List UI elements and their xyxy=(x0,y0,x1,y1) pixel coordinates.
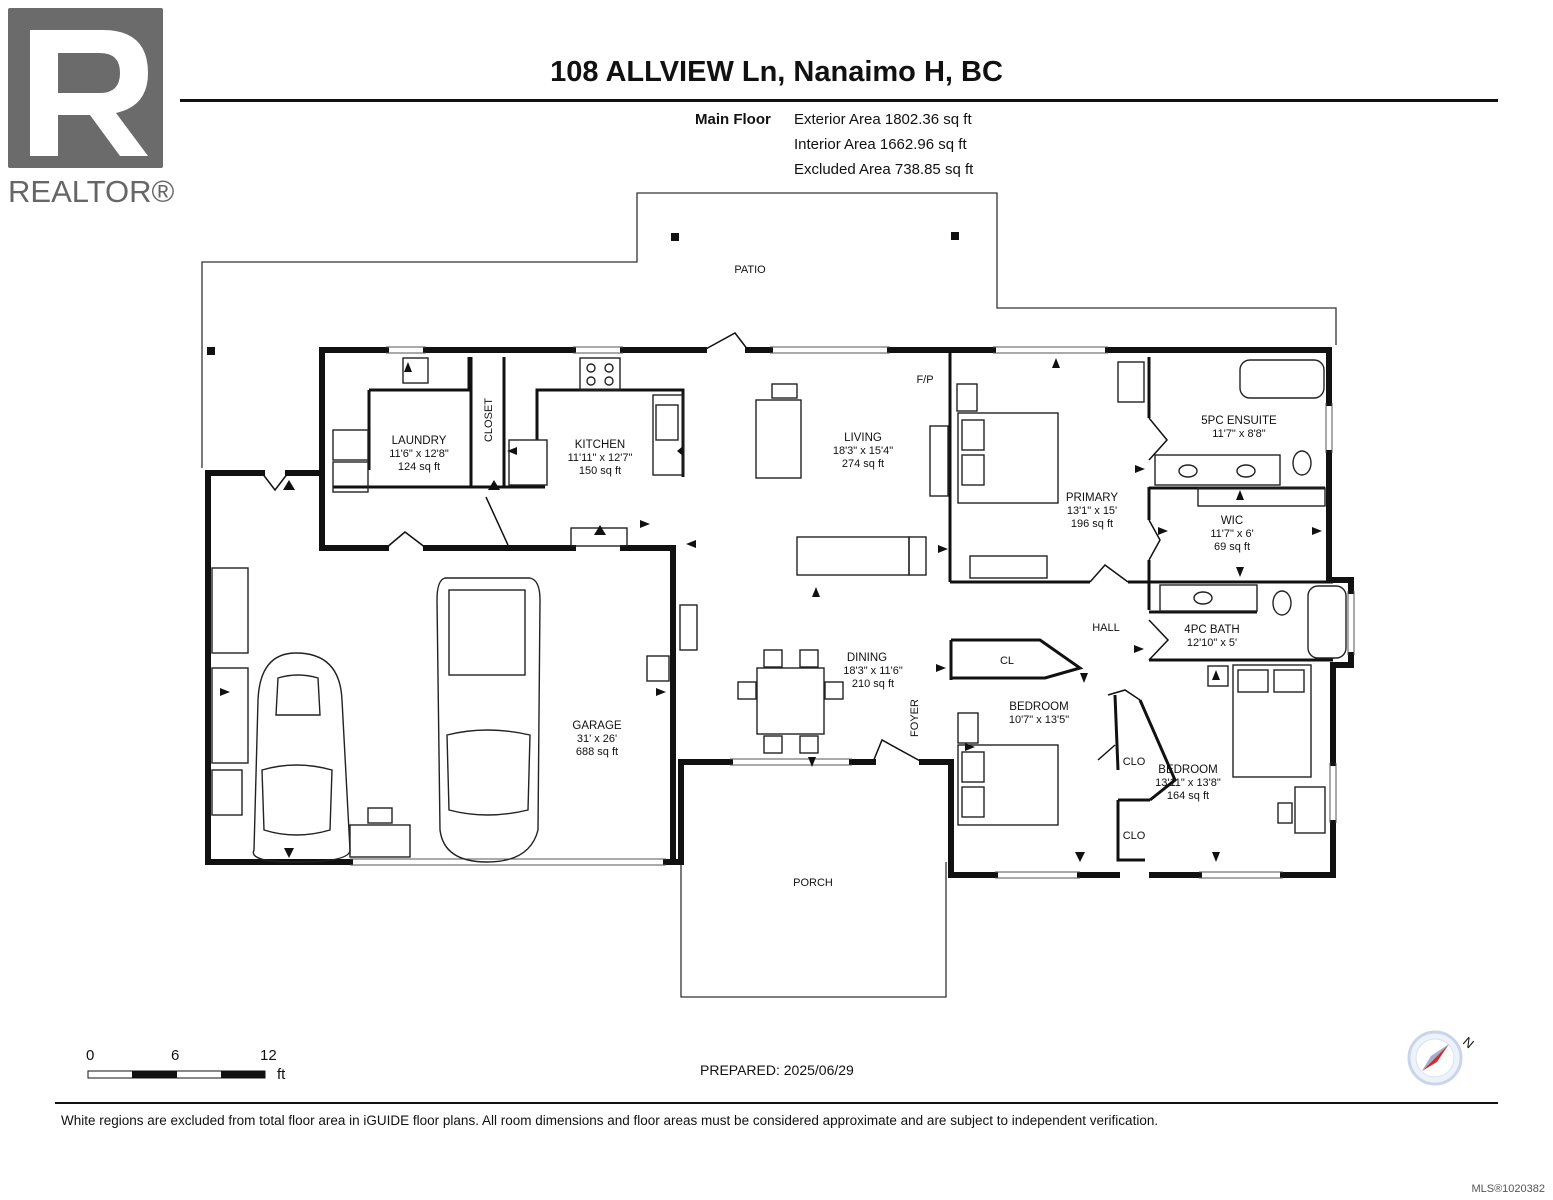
excluded-area: Excluded Area 738.85 sq ft xyxy=(794,161,974,178)
wic-name: WIC xyxy=(1221,515,1243,527)
mls-number: MLS®1020382 xyxy=(1471,1183,1545,1195)
title-divider xyxy=(180,99,1498,102)
dining-dims: 18'3" x 11'6" xyxy=(843,665,903,677)
foyer-label: FOYER xyxy=(909,699,921,737)
scale-tick-12: 12 xyxy=(260,1047,277,1064)
porch-label: PORCH xyxy=(793,877,833,889)
kitchen-name: KITCHEN xyxy=(575,439,625,451)
clo-label-1: CLO xyxy=(1123,756,1146,768)
kitchen-area: 150 sq ft xyxy=(579,465,621,477)
page-title: 108 ALLVIEW Ln, Nanaimo H, BC xyxy=(550,56,1003,88)
fixtures xyxy=(211,357,1347,863)
wic-dims: 11'7" x 6' xyxy=(1210,528,1253,540)
bedroom2-area: 164 sq ft xyxy=(1167,790,1209,802)
kitchen-dims: 11'11" x 12'7" xyxy=(568,452,633,464)
interior-area: Interior Area 1662.96 sq ft xyxy=(794,136,967,153)
compass-icon xyxy=(1407,1030,1463,1086)
laundry-dims: 11'6" x 12'8" xyxy=(389,448,449,460)
garage-name: GARAGE xyxy=(572,720,622,732)
realtor-logo-text: REALTOR® xyxy=(8,174,175,209)
primary-dims: 13'1" x 15' xyxy=(1067,505,1117,517)
footer-divider xyxy=(55,1102,1498,1104)
cl-label: CL xyxy=(1000,655,1014,667)
exterior-area: Exterior Area 1802.36 sq ft xyxy=(794,111,972,128)
living-dims: 18'3" x 15'4" xyxy=(833,445,893,457)
garage-area: 688 sq ft xyxy=(576,746,618,758)
view-arrows xyxy=(220,358,1322,862)
ensuite-name: 5PC ENSUITE xyxy=(1201,415,1277,427)
prepared-date: PREPARED: 2025/06/29 xyxy=(700,1062,854,1078)
realtor-logo-mark xyxy=(8,8,163,168)
ensuite-dims: 11'7" x 8'8" xyxy=(1212,428,1265,440)
bath4-dims: 12'10" x 5' xyxy=(1187,637,1237,649)
wic-area: 69 sq ft xyxy=(1214,541,1250,553)
patio-label: PATIO xyxy=(734,264,766,276)
scale-bar xyxy=(87,1070,266,1079)
garage-dims: 31' x 26' xyxy=(577,733,617,745)
compass-north-label: N xyxy=(1460,1034,1477,1052)
fireplace-label: F/P xyxy=(916,374,933,386)
windows xyxy=(350,346,1355,879)
exterior-walls xyxy=(205,347,1354,878)
realtor-logo: REALTOR® xyxy=(8,8,180,209)
bedroom2-name: BEDROOM xyxy=(1158,764,1217,776)
clo-label-2: CLO xyxy=(1123,830,1146,842)
scale-tick-6: 6 xyxy=(171,1047,180,1064)
scale-tick-0: 0 xyxy=(86,1047,95,1064)
dining-area: 210 sq ft xyxy=(852,678,894,690)
bedroom2-dims: 13'11" x 13'8" xyxy=(1155,777,1221,789)
bedroom1-name: BEDROOM xyxy=(1009,701,1068,713)
living-name: LIVING xyxy=(844,432,882,444)
closet-label: CLOSET xyxy=(483,398,495,442)
disclaimer-text: White regions are excluded from total fl… xyxy=(61,1113,1159,1128)
primary-name: PRIMARY xyxy=(1066,492,1119,504)
dining-name: DINING xyxy=(847,652,887,664)
floor-label: Main Floor xyxy=(695,111,771,128)
excluded-outlines xyxy=(201,192,1337,998)
doors xyxy=(261,332,1170,763)
hall-label: HALL xyxy=(1092,622,1120,634)
laundry-name: LAUNDRY xyxy=(392,435,447,447)
room-labels: PATIO PORCH F/P CLOSET HALL FOYER CL CLO… xyxy=(389,264,1277,889)
living-area: 274 sq ft xyxy=(842,458,884,470)
scale-unit: ft xyxy=(277,1066,286,1083)
bath4-name: 4PC BATH xyxy=(1184,624,1239,636)
laundry-area: 124 sq ft xyxy=(398,461,440,473)
patio-posts xyxy=(207,232,959,355)
bedroom1-dims: 10'7" x 13'5" xyxy=(1009,714,1069,726)
primary-area: 196 sq ft xyxy=(1071,518,1113,530)
